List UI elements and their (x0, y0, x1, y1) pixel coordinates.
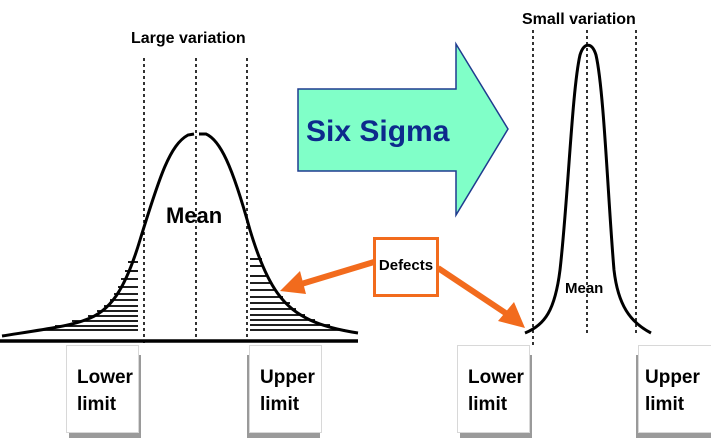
six-sigma-label: Six Sigma (306, 115, 450, 148)
defects-arrowhead-right-icon (498, 302, 525, 328)
defects-pointer-right (436, 265, 512, 319)
left-upper-limit-line1: Upper (260, 367, 315, 388)
right-mean-label: Mean (565, 280, 604, 297)
left-lower-limit-box: Lower limit (66, 345, 139, 433)
right-upper-limit-label: Upper limit (645, 364, 700, 418)
left-lower-limit-line1: Lower (77, 367, 133, 388)
left-upper-limit-label: Upper limit (260, 364, 315, 418)
left-mean-label: Mean (166, 203, 223, 228)
left-lower-limit-line2: limit (77, 394, 117, 415)
defects-label: Defects (378, 257, 434, 274)
right-upper-limit-box: Upper limit (638, 345, 711, 433)
right-lower-limit-line1: Lower (468, 367, 524, 388)
right-upper-limit-line2: limit (645, 394, 685, 415)
defects-pointer-left (297, 259, 375, 288)
left-lower-limit-label: Lower limit (77, 364, 133, 418)
right-lower-limit-box: Lower limit (457, 345, 530, 433)
small-variation-title: Small variation (522, 11, 636, 28)
left-upper-limit-box: Upper limit (249, 345, 322, 433)
large-variation-title: Large variation (131, 30, 246, 47)
left-defects-hatching-upper (250, 258, 345, 331)
large-variation-curve (1, 132, 359, 338)
left-upper-limit-line2: limit (260, 394, 300, 415)
right-lower-limit-label: Lower limit (468, 364, 524, 418)
six-sigma-arrow-icon (297, 41, 509, 218)
right-lower-limit-line2: limit (468, 394, 508, 415)
defects-callout: Defects (373, 237, 439, 297)
right-upper-limit-line1: Upper (645, 367, 700, 388)
small-variation-curve (524, 43, 652, 335)
defects-arrowhead-left-icon (280, 271, 306, 294)
